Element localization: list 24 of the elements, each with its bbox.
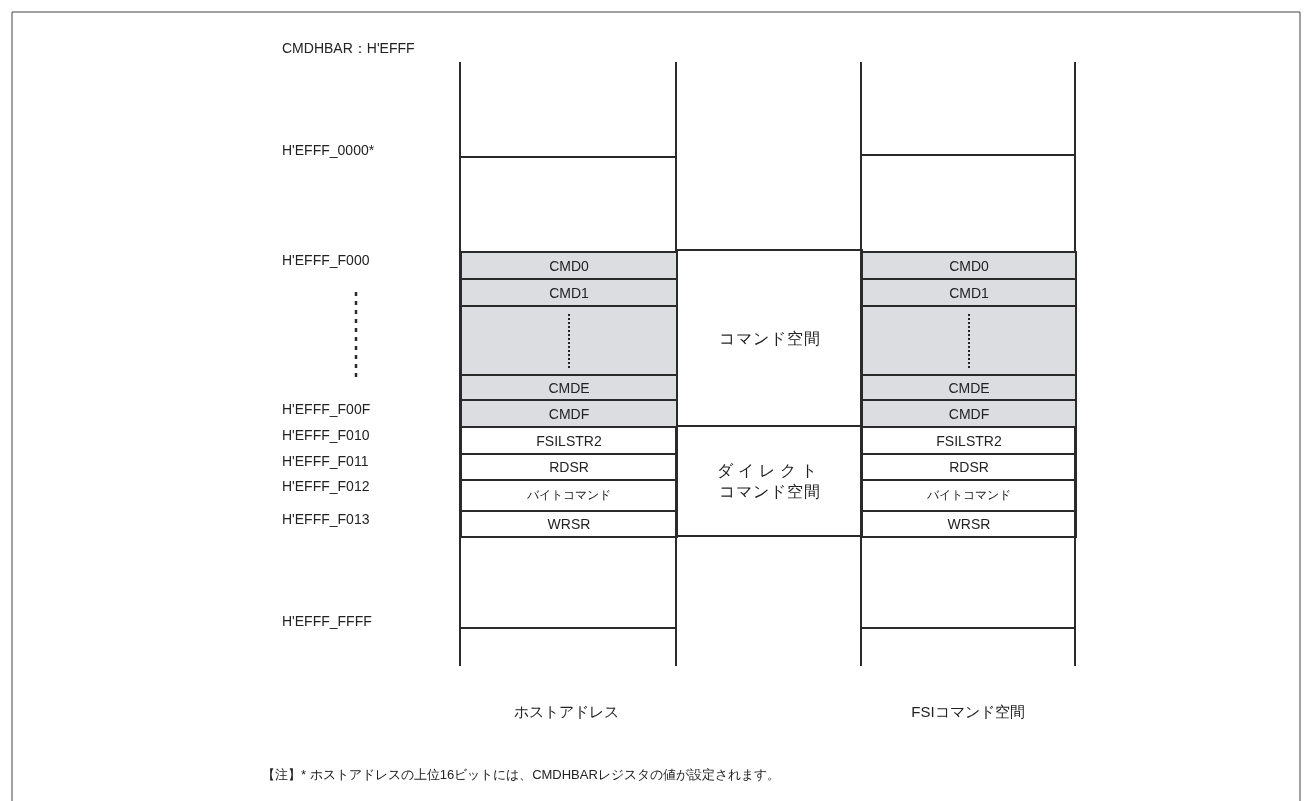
register-cell: CMDF xyxy=(861,399,1077,428)
register-cell: WRSR xyxy=(460,510,678,538)
register-cell: CMD1 xyxy=(861,278,1077,307)
register-cell: CMDE xyxy=(861,374,1077,401)
register-cell: CMDE xyxy=(460,374,678,401)
register-cell: CMD0 xyxy=(460,251,678,280)
address-label: H'EFFF_0000* xyxy=(282,142,375,158)
register-cell xyxy=(460,305,678,376)
address-label: H'EFFF_F010 xyxy=(282,427,370,443)
address-label: H'EFFF_F011 xyxy=(282,453,369,469)
register-cell: WRSR xyxy=(861,510,1077,538)
register-cell: CMDF xyxy=(460,399,678,428)
column-caption: FSIコマンド空間 xyxy=(911,703,1025,722)
register-cell: CMD0 xyxy=(861,251,1077,280)
footnote-text: 【注】* ホストアドレスの上位16ビットには、CMDHBARレジスタの値が設定されます。 xyxy=(262,766,780,784)
diagram-title: CMDHBAR：H'EFFF xyxy=(282,40,415,58)
address-label: H'EFFF_FFFF xyxy=(282,613,372,629)
address-label: H'EFFF_F012 xyxy=(282,478,370,494)
address-label: H'EFFF_F013 xyxy=(282,511,370,527)
address-label: H'EFFF_F000 xyxy=(282,252,370,268)
column-caption: ホストアドレス xyxy=(513,703,619,722)
register-cell xyxy=(861,305,1077,376)
address-label: H'EFFF_F00F xyxy=(282,401,371,417)
register-cell: CMD1 xyxy=(460,278,678,307)
